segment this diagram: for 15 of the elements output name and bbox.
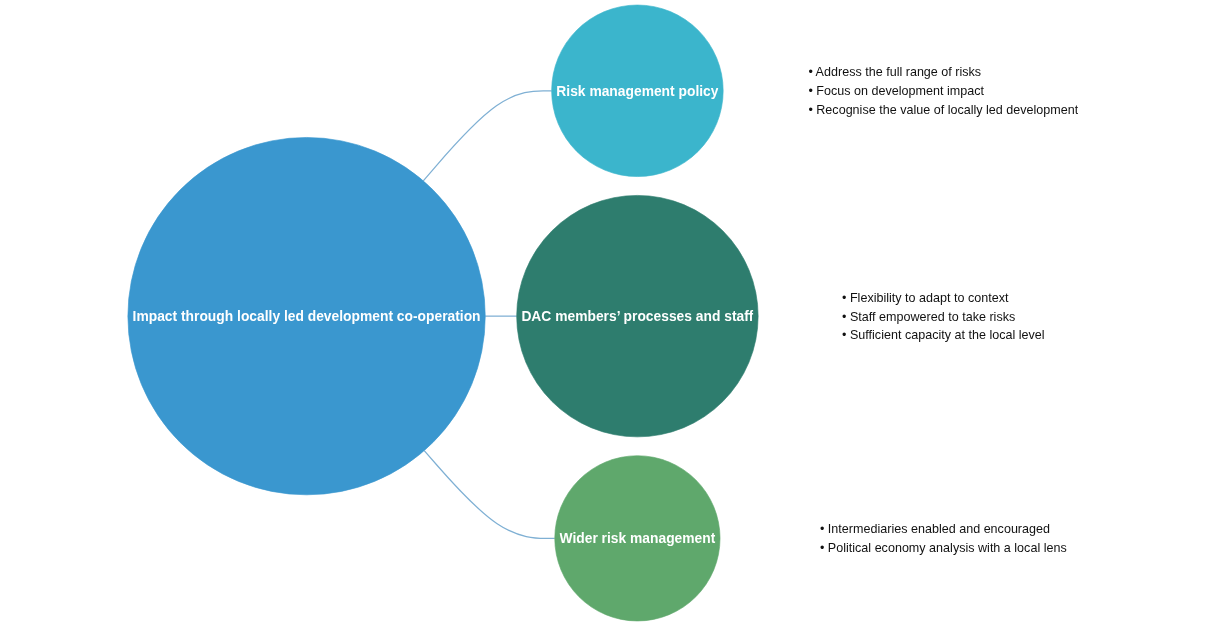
node-label: • Staff empowered to take risks bbox=[842, 309, 1016, 324]
node-label: • Political economy analysis with a local lens bbox=[819, 540, 1067, 555]
node-label: • Intermediaries enabled and encouraged bbox=[819, 522, 1051, 536]
node-label: • Address the full range of risks bbox=[808, 65, 982, 79]
node-label: • Sufficient capacity at the local level bbox=[842, 328, 1045, 342]
node-label: • Flexibility to adapt to context bbox=[842, 290, 1009, 305]
node-label: • Recognise the value of locally led development bbox=[808, 102, 1079, 117]
node-circle: Risk management policy bbox=[551, 4, 724, 177]
node-label: • Focus on development impact bbox=[808, 83, 984, 98]
node-circle: Wider risk management bbox=[554, 455, 721, 622]
node-circle: Impact through locally led development co-operation bbox=[127, 137, 486, 496]
connector bbox=[484, 315, 518, 317]
connector bbox=[423, 450, 556, 539]
node-circle: DAC members’ processes and staff bbox=[516, 195, 759, 438]
connector bbox=[422, 90, 553, 182]
